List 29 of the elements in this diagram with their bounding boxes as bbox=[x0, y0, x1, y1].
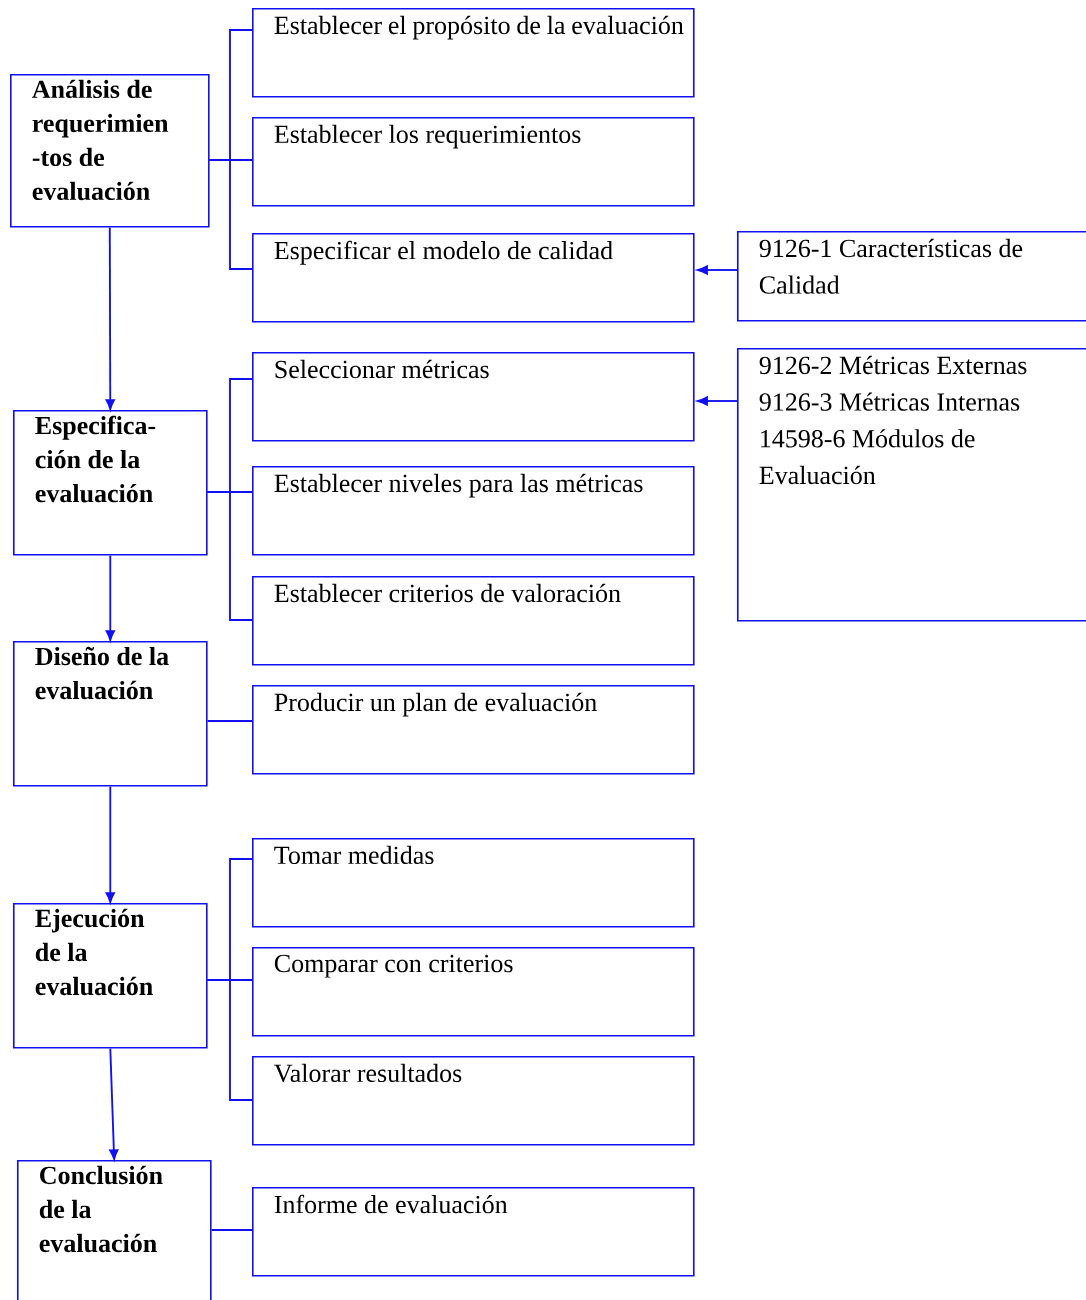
connector-line bbox=[206, 720, 253, 722]
reference-box: 9126-1 Características de Calidad bbox=[737, 231, 1086, 322]
arrow bbox=[105, 554, 115, 641]
stage-box: Ejecución de la evaluación bbox=[13, 903, 208, 1049]
task-box: Valorar resultados bbox=[252, 1056, 695, 1146]
task-box: Especificar el modelo de calidad bbox=[252, 233, 695, 323]
task-box: Establecer criterios de valoración bbox=[252, 576, 695, 666]
stage-box: Análisis de requerimien -tos de evaluación bbox=[10, 74, 210, 228]
task-box: Establecer el propósito de la evaluación bbox=[252, 8, 695, 98]
task-box: Comparar con criterios bbox=[252, 947, 695, 1037]
arrow bbox=[697, 265, 738, 275]
connector-line bbox=[206, 491, 253, 621]
connector-line bbox=[210, 1229, 253, 1231]
stage-box: Conclusión de la evaluación bbox=[17, 1160, 212, 1300]
connector-line bbox=[206, 979, 253, 1101]
arrow bbox=[109, 1047, 119, 1160]
stage-box: Especifica- ción de la evaluación bbox=[13, 410, 208, 556]
connector-line bbox=[208, 159, 253, 270]
task-box: Producir un plan de evaluación bbox=[252, 685, 695, 775]
task-box: Seleccionar métricas bbox=[252, 352, 695, 442]
arrow bbox=[105, 226, 115, 410]
task-box: Informe de evaluación bbox=[252, 1187, 695, 1277]
arrow bbox=[105, 785, 115, 903]
reference-box: 9126-2 Métricas Externas 9126-3 Métricas Internas 14598-6 Módulos de Evaluación bbox=[737, 348, 1086, 622]
task-box: Establecer los requerimientos bbox=[252, 117, 695, 207]
task-box: Establecer niveles para las métricas bbox=[252, 466, 695, 556]
task-box: Tomar medidas bbox=[252, 838, 695, 928]
arrow bbox=[697, 396, 738, 406]
stage-box: Diseño de la evaluación bbox=[13, 641, 208, 787]
